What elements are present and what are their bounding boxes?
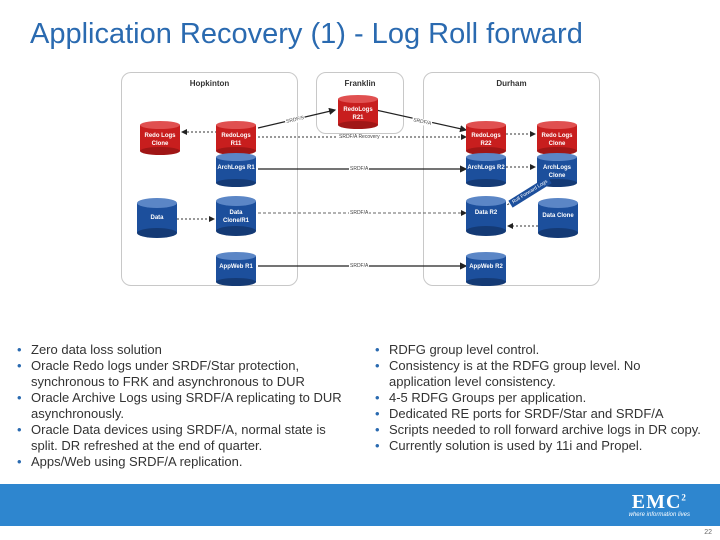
bullet-right-1: RDFG group level control.: [372, 342, 702, 358]
node-appweb-r1-label: AppWeb R1: [219, 264, 253, 270]
bullet-right-2: Consistency is at the RDFG group level. …: [372, 358, 702, 390]
node-data-r2-label: Data R2: [474, 210, 498, 216]
page-title: Application Recovery (1) - Log Roll forw…: [30, 18, 583, 50]
page-number: 22: [704, 529, 712, 536]
node-data-clone-dur-label: Data Clone: [542, 213, 574, 219]
logo-tagline: where information lives: [628, 512, 690, 518]
node-arch-r2-label: ArchLogs R2: [467, 165, 505, 171]
cyl-redo-clone-dur: Redo Logs Clone: [537, 121, 577, 155]
bullet-left-1: Zero data loss solution: [14, 342, 354, 358]
cyl-data-clone-r1: Data Clone/R1: [216, 196, 256, 236]
replication-diagram: Hopkinton Franklin Durham Redo Logs Clon…: [121, 72, 600, 286]
site-hopkinton: Hopkinton: [121, 72, 298, 286]
bullet-left-2: Oracle Redo logs under SRDF/Star protect…: [14, 358, 354, 390]
link-label-srdf-a-arch: SRDF/A: [349, 166, 370, 172]
link-label-srdf-a-app: SRDF/A: [349, 263, 370, 269]
site-label-hopkinton: Hopkinton: [189, 79, 230, 88]
emc-logo: EMC2 where information lives: [629, 491, 690, 518]
link-label-srdf-a-recovery: SRDF/A Recovery: [338, 134, 381, 140]
node-redo-r11-label: RedoLogs R11: [221, 133, 251, 147]
bullet-left-5: Apps/Web using SRDF/A replication.: [14, 454, 354, 470]
link-lines: [177, 107, 546, 270]
cyl-redo-r22: RedoLogs R22: [466, 121, 506, 155]
cyl-redo-clone-hop: Redo Logs Clone: [140, 121, 180, 155]
cyl-appweb-r2: AppWeb R2: [466, 252, 506, 286]
bullet-right-4: Dedicated RE ports for SRDF/Star and SRD…: [372, 406, 702, 422]
cyl-redo-r11: RedoLogs R11: [216, 121, 256, 155]
node-arch-r1-label: ArchLogs R1: [217, 165, 255, 171]
bullets-right: RDFG group level control. Consistency is…: [372, 342, 702, 454]
link-label-srdf-a-data: SRDF/A: [349, 210, 370, 216]
node-appweb-r2-label: AppWeb R2: [469, 264, 503, 270]
site-label-franklin: Franklin: [344, 79, 376, 88]
bullets-left: Zero data loss solution Oracle Redo logs…: [14, 342, 354, 470]
node-redo-r22-label: RedoLogs R22: [471, 133, 501, 147]
bullet-left-4: Oracle Data devices using SRDF/A, normal…: [14, 422, 354, 454]
cyl-data-clone-dur: Data Clone: [538, 198, 578, 238]
node-redo-clone-dur-label: Redo Logs Clone: [541, 133, 573, 147]
logo-brand: EMC: [631, 491, 682, 513]
cyl-arch-clone: ArchLogs Clone: [537, 153, 577, 187]
node-data-clone-r1-label: Data Clone/R1: [222, 210, 249, 224]
site-label-durham: Durham: [496, 79, 527, 88]
bullet-left-3: Oracle Archive Logs using SRDF/A replica…: [14, 390, 354, 422]
node-data-hop-label: Data: [150, 215, 164, 221]
bullet-right-6: Currently solution is used by 11i and Pr…: [372, 438, 702, 454]
node-redo-r21-label: RedoLogs R21: [343, 107, 373, 121]
node-arch-clone-label: ArchLogs Clone: [542, 165, 571, 179]
footer-bar: [0, 484, 720, 526]
bullet-right-3: 4-5 RDFG Groups per application.: [372, 390, 702, 406]
cyl-appweb-r1: AppWeb R1: [216, 252, 256, 286]
cyl-redo-r21: RedoLogs R21: [338, 95, 378, 129]
cyl-arch-r1: ArchLogs R1: [216, 153, 256, 187]
logo-superscript: 2: [681, 492, 687, 503]
cyl-data-hop: Data: [137, 198, 177, 238]
cyl-arch-r2: ArchLogs R2: [466, 153, 506, 187]
node-redo-clone-hop-label: Redo Logs Clone: [144, 133, 176, 147]
cyl-data-r2: Data R2: [466, 196, 506, 236]
bullet-right-5: Scripts needed to roll forward archive l…: [372, 422, 702, 438]
